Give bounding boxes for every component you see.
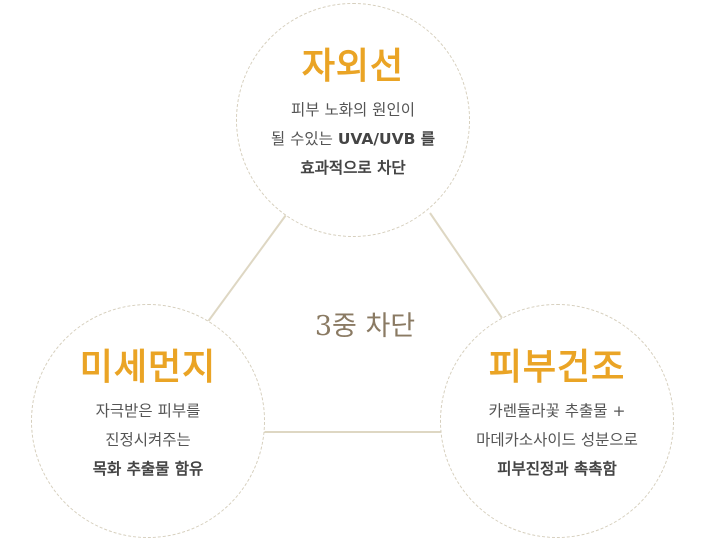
node-dryness: 피부건조 카렌듈라꽃 추출물 + 마데카소사이드 성분으로 피부진정과 촉촉함: [440, 304, 674, 538]
node-dryness-line1: 카렌듈라꽃 추출물 +: [488, 402, 626, 420]
node-fine-dust-title: 미세먼지: [79, 346, 217, 388]
node-fine-dust-line2: 진정시켜주는: [105, 431, 191, 449]
node-uv-title: 자외선: [301, 45, 405, 87]
node-uv-line2-plain: 될 수있는: [270, 130, 338, 148]
connector-top-right: [429, 212, 503, 319]
connector-top-left: [203, 214, 287, 328]
node-uv-line3: 효과적으로 차단: [300, 159, 406, 177]
node-fine-dust-line1: 자극받은 피부를: [95, 402, 201, 420]
node-dryness-title: 피부건조: [488, 346, 626, 388]
node-uv: 자외선 피부 노화의 원인이 될 수있는 UVA/UVB 를 효과적으로 차단: [236, 3, 470, 237]
node-fine-dust: 미세먼지 자극받은 피부를 진정시켜주는 목화 추출물 함유: [31, 304, 265, 538]
node-uv-line2-bold: UVA/UVB 를: [337, 130, 436, 148]
node-uv-line2: 될 수있는 UVA/UVB 를: [271, 125, 435, 154]
node-fine-dust-line3: 목화 추출물 함유: [92, 460, 204, 478]
center-label: 3중 차단: [314, 311, 416, 342]
node-dryness-line3: 피부진정과 촉촉함: [497, 460, 617, 478]
node-dryness-line2: 마데카소사이드 성분으로: [476, 431, 638, 449]
node-uv-line1: 피부 노화의 원인이: [291, 101, 415, 119]
